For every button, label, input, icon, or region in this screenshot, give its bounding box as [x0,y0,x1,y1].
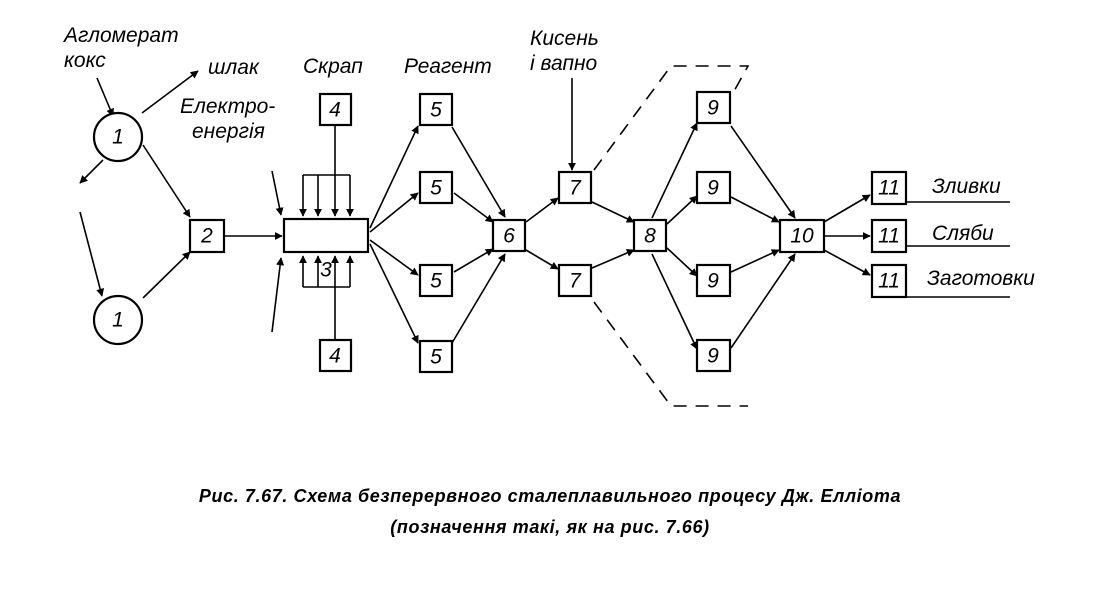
figure-caption-line-1: Рис. 7.67. Схема безперервного сталеплав… [198,486,902,506]
node-9-b-label: 9 [707,177,719,200]
edge-furnace-to-5a [369,125,419,229]
edge-6-to-7top [525,197,559,223]
node-3-label: 3 [320,259,332,282]
node-7-bottom-label: 7 [569,270,582,293]
edge-6-to-7bottom [525,249,559,270]
node-6-label: 6 [503,225,515,248]
edge-1bottom-to-2 [142,251,191,299]
edge-5c-to-6 [453,248,494,273]
figure-caption-line-2: (позначення такі, як на рис. 7.66) [390,517,710,537]
node-10-label: 10 [790,225,814,248]
node-11-b-label: 11 [878,225,900,248]
node-5-a [418,92,454,127]
label-skrap: Скрап [303,55,363,78]
node-9-b [695,170,732,205]
node-2-label: 2 [200,225,213,248]
label-zahotovky: Заготовки [927,267,1035,290]
node-9-c-label: 9 [707,270,719,293]
node-5-d-label: 5 [430,346,442,369]
node-1-top [92,111,144,163]
edges [79,65,1010,407]
node-9-a-label: 9 [707,97,719,120]
node-11-a-label: 11 [878,177,900,200]
node-11-b [870,218,908,254]
edge-5a-to-6 [451,126,506,218]
labels: Агломерат кокс шлак Скрап Реагент Кисень… [62,24,1035,290]
edge-10-to-11a [823,194,871,223]
label-elektro: Електро- [180,95,275,118]
node-7-bottom [557,263,593,298]
edge-7bottom-to-8 [591,249,635,269]
label-shlak: шлак [208,56,260,79]
edge-electricity-top [271,170,284,216]
edge-9a-to-10 [730,125,796,219]
node-9-a [695,90,732,125]
node-1-bottom-label: 1 [112,309,124,332]
node-5-d [418,339,454,374]
label-zlyvky: Зливки [932,175,1001,198]
edge-left-in-to-1b [79,211,105,297]
node-5-b-label: 5 [430,177,442,200]
node-11-a [870,170,908,206]
node-7-top-label: 7 [569,177,582,200]
node-8-label: 8 [644,225,656,248]
label-kysen: Кисень [530,27,599,50]
edge-1-to-slag [141,70,199,114]
node-9-d [695,338,732,373]
nodes: 1 1 2 3 4 4 5 5 5 5 6 7 7 8 9 9 9 9 [92,90,908,374]
node-4-top [318,92,353,127]
edge-8-to-9b [666,195,698,225]
dashed-bottom-loop [593,301,748,407]
node-4-bottom [318,338,353,373]
node-2 [188,218,226,254]
edge-8-to-9c [666,247,698,277]
node-4-top-label: 4 [329,99,341,122]
node-7-top [557,170,593,205]
edge-7top-to-8 [591,201,635,223]
label-reagent: Реагент [404,55,492,78]
node-5-c-label: 5 [430,270,442,293]
edge-furnace-to-5c [369,239,419,276]
edge-9c-to-10 [730,249,780,273]
edge-agglomerate-to-1 [96,77,114,117]
node-9-d-label: 9 [707,345,719,368]
edge-8-to-9a [651,122,698,219]
label-slyaby: Сляби [932,222,994,245]
edge-9b-to-10 [730,196,780,223]
label-aglomerat: Агломерат [62,24,179,47]
edge-furnace-to-5b [369,192,419,233]
label-i-vapno: і вапно [530,52,598,75]
node-furnace [282,217,370,254]
node-5-a-label: 5 [430,99,442,122]
node-1-bottom [92,294,144,346]
node-6 [491,218,527,253]
node-5-b [418,170,454,205]
edge-5d-to-6 [451,253,506,344]
node-9-c [695,263,732,298]
edge-5b-to-6 [453,192,494,223]
node-11-c [870,263,908,299]
node-11-c-label: 11 [878,270,900,293]
node-10 [778,218,826,254]
label-koks: кокс [64,49,106,72]
edge-8-to-9d [651,253,698,350]
label-energiya: енергія [192,120,265,143]
node-1-top-label: 1 [112,126,124,149]
node-4-bottom-label: 4 [329,345,341,368]
node-5-c [418,263,454,298]
edge-electricity-bottom [271,257,285,333]
edge-10-to-11c [823,249,871,276]
edge-furnace-to-5d [369,243,419,344]
edge-1top-to-2 [142,144,191,218]
edge-1-left-out [79,159,104,184]
dashed-top-loop [593,65,750,171]
edge-9d-to-10 [730,253,796,349]
node-8 [632,218,668,253]
